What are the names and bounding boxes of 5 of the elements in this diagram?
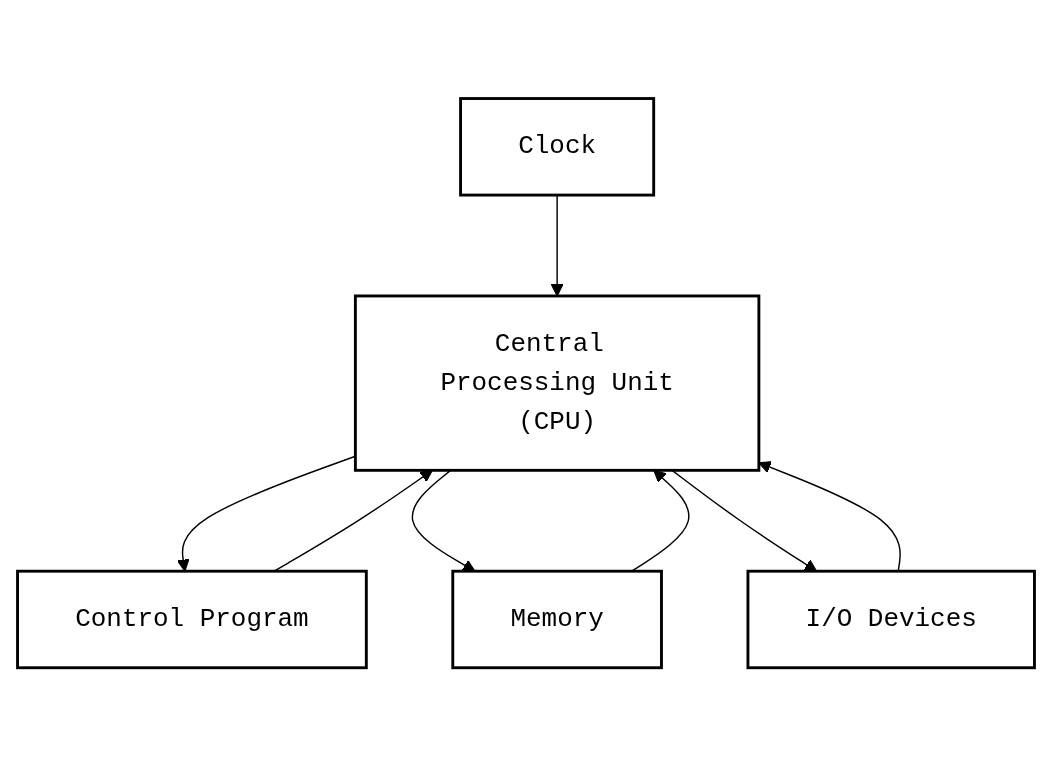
node-box: Memory	[451, 570, 663, 670]
node-box: Control Program	[16, 570, 368, 670]
node-box: Central Processing Unit (CPU)	[353, 294, 761, 473]
node-box: I/O Devices	[746, 570, 1036, 670]
node-box: Clock	[459, 97, 656, 197]
